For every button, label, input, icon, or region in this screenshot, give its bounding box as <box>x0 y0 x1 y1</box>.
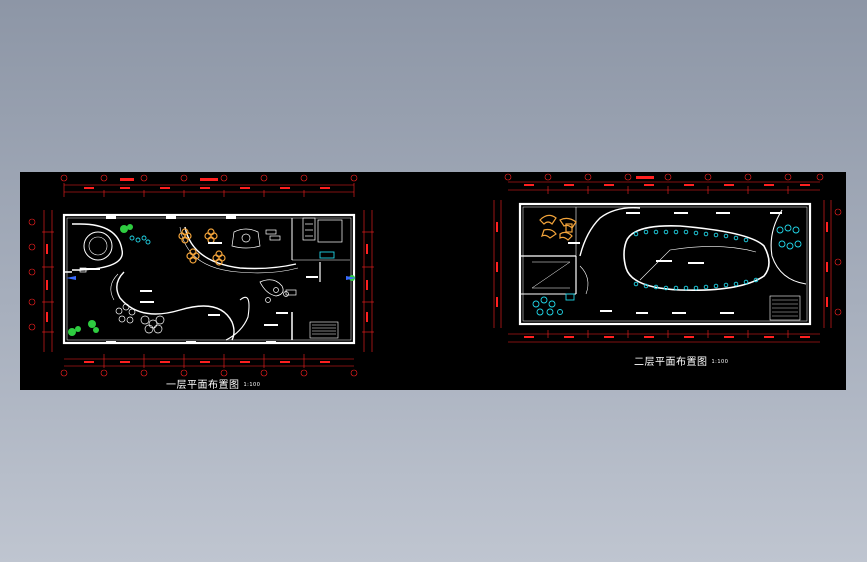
plan1-plants <box>68 224 355 336</box>
plan2-furniture-orange <box>539 214 577 241</box>
plan1-dimensions <box>42 183 374 368</box>
plan1-furniture-cyan <box>129 235 335 259</box>
plan2-dimension-ticks <box>496 176 828 338</box>
plan1-dimension-ticks <box>46 178 368 363</box>
plan2-furniture-cyan <box>532 224 802 316</box>
plan2-title-text: 二层平面布置图 <box>634 357 708 368</box>
plan1-room-labels <box>80 242 318 326</box>
plan1-title-text: 一层平面布置图 <box>166 380 240 391</box>
plan1-scale: 1:100 <box>243 382 261 388</box>
plan1-grid-markers <box>28 174 358 377</box>
plan1-entrance-arrows <box>66 276 356 280</box>
plan2-room-labels <box>568 212 782 314</box>
plan1-furniture-orange <box>178 228 226 266</box>
floor-plans-drawing <box>28 173 842 377</box>
plan2-curved-partitions <box>579 207 807 295</box>
plan2-dimensions <box>493 181 832 343</box>
plan1-curved-partitions <box>72 223 299 341</box>
plan2-grid-markers <box>504 173 842 316</box>
plan2-walls <box>518 202 812 326</box>
plan2-scale: 1:100 <box>711 359 729 365</box>
